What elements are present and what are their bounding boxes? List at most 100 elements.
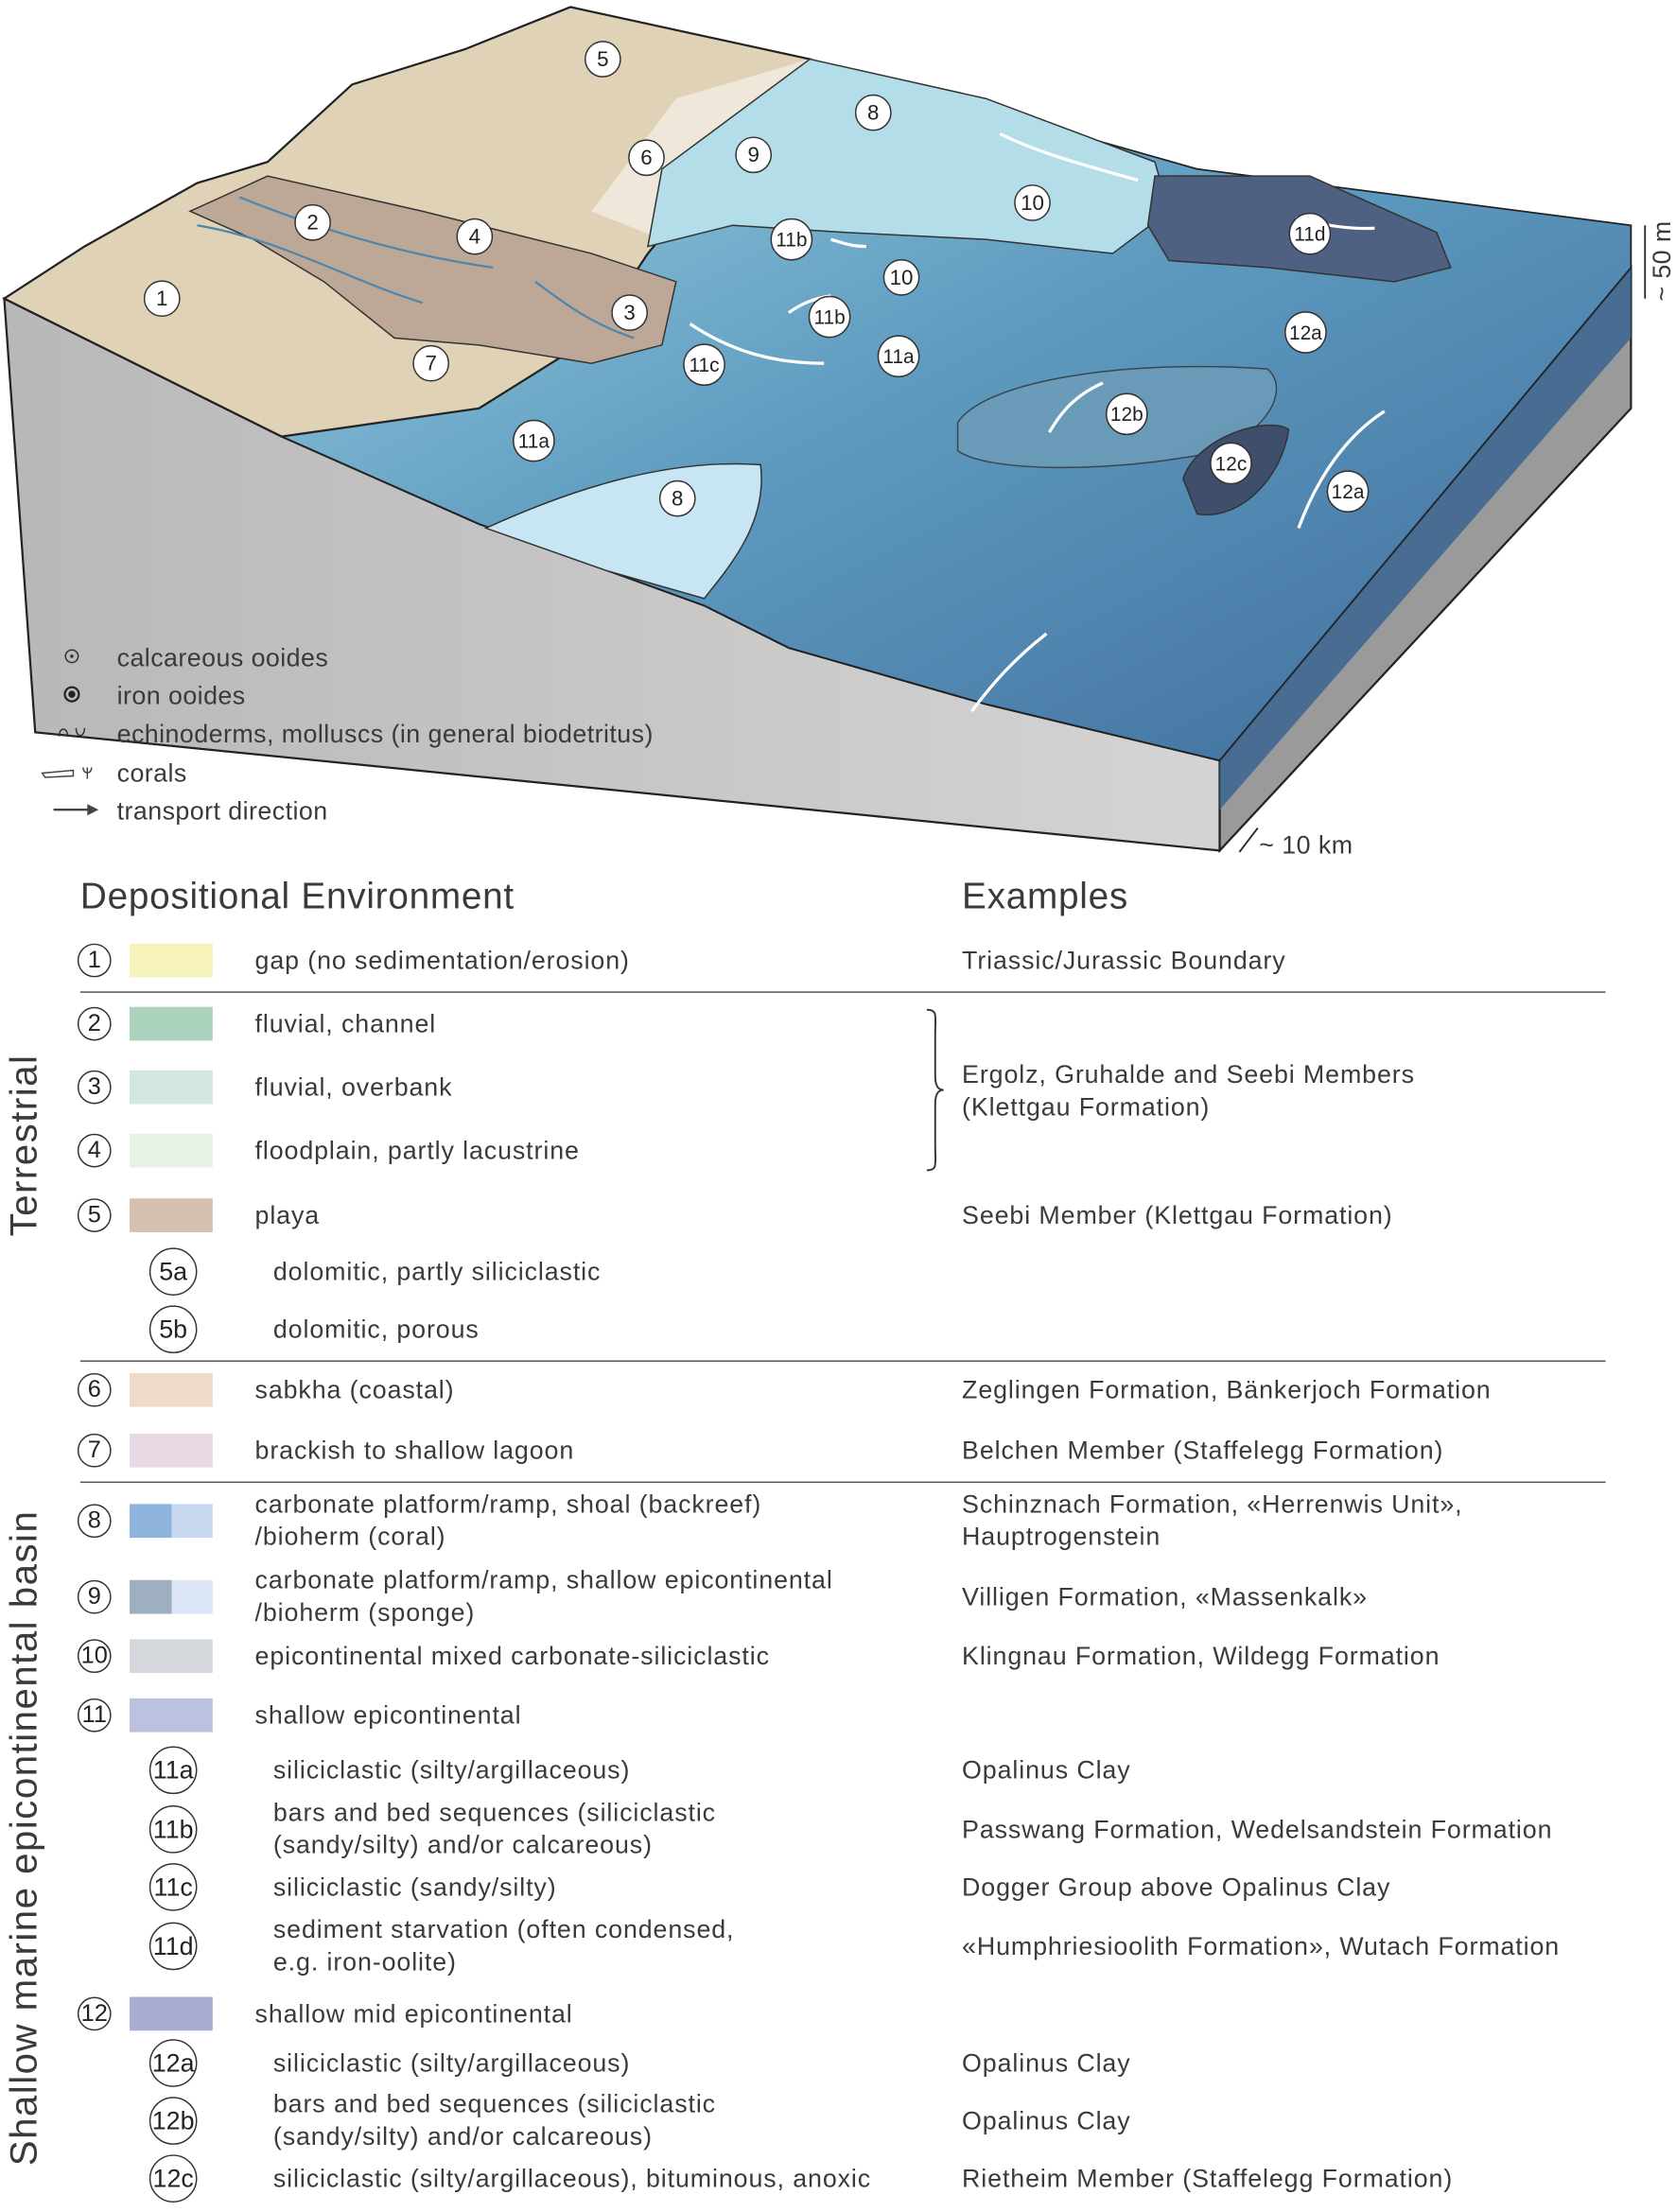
color-swatch — [129, 1372, 213, 1407]
example-label: Opalinus Clay — [962, 2047, 1130, 2079]
environment-label: dolomitic, partly siliciclastic — [273, 1256, 601, 1288]
environment-label: shallow epicontinental — [255, 1699, 522, 1732]
bracket-example: Ergolz, Gruhalde and Seebi Members (Klet… — [962, 1059, 1415, 1123]
color-swatch — [129, 1198, 213, 1232]
swatch-part — [170, 1579, 213, 1614]
label-line: (sandy/silty) and/or calcareous) — [272, 2122, 653, 2151]
label-line: shallow mid epicontinental — [254, 1998, 573, 2028]
map-label: 10 — [1014, 184, 1051, 221]
label-line: carbonate platform/ramp, shoal (backreef… — [254, 1489, 762, 1519]
row-number-badge: 11d — [148, 1922, 198, 1971]
divider — [79, 991, 1606, 993]
environment-label: carbonate platform/ramp, shallow epicont… — [255, 1564, 833, 1629]
row-number-badge: 10 — [77, 1639, 112, 1674]
label-line: fluvial, overbank — [254, 1071, 453, 1101]
label-line: carbonate platform/ramp, shallow epicont… — [254, 1565, 833, 1594]
row-number-badge: 2 — [77, 1006, 112, 1041]
symbol-legend-label: transport direction — [116, 796, 328, 826]
map-label: 11b — [808, 295, 851, 339]
map-label: 12c — [1210, 442, 1252, 485]
row-number-badge: 5b — [148, 1305, 198, 1354]
example-line: Dogger Group above Opalinus Clay — [962, 1872, 1391, 1901]
row-number-badge: 11b — [148, 1805, 198, 1854]
map-label: 10 — [882, 258, 920, 296]
label-line: epicontinental mixed carbonate-silicicla… — [254, 1641, 770, 1670]
color-swatch — [129, 1133, 213, 1168]
label-line: /bioherm (sponge) — [254, 1598, 476, 1627]
example-line: Hauptrogenstein — [962, 1522, 1161, 1551]
swatch-part — [129, 1698, 213, 1733]
divider — [79, 1360, 1606, 1362]
group-label-marine: Shallow marine epicontinental basin — [2, 1509, 45, 2167]
label-line: (sandy/silty) and/or calcareous) — [272, 1830, 653, 1859]
environment-label: carbonate platform/ramp, shoal (backreef… — [255, 1489, 762, 1553]
depth-scale-label: ~ 50 m — [1648, 220, 1676, 302]
example-line: Opalinus Clay — [962, 1755, 1131, 1784]
symbol-legend-label: calcareous ooides — [116, 643, 329, 672]
map-label: 12b — [1105, 392, 1148, 436]
environment-label: sabkha (coastal) — [255, 1374, 455, 1406]
biodetritus-icon — [48, 723, 96, 749]
label-line: dolomitic, porous — [272, 1315, 480, 1343]
environment-label: brackish to shallow lagoon — [255, 1435, 575, 1467]
label-line: sediment starvation (often condensed, — [272, 1915, 735, 1943]
map-label: 8 — [854, 94, 892, 131]
label-line: floodplain, partly lacustrine — [254, 1135, 580, 1164]
row-number-badge: 6 — [77, 1372, 112, 1407]
swatch-part — [170, 1504, 213, 1539]
environment-label: gap (no sedimentation/erosion) — [255, 944, 630, 976]
example-line: Zeglingen Formation, Bänkerjoch Formatio… — [962, 1375, 1492, 1403]
map-label: 11c — [683, 343, 725, 387]
label-line: siliciclastic (silty/argillaceous) — [272, 1755, 631, 1784]
swatch-part — [129, 1198, 213, 1232]
row-number-badge: 3 — [77, 1070, 112, 1105]
map-label: 12a — [1326, 470, 1370, 514]
group-label-terrestrial: Terrestrial — [2, 1054, 45, 1237]
example-label: Klingnau Formation, Wildegg Formation — [962, 1640, 1440, 1672]
example-line: (Klettgau Formation) — [962, 1092, 1211, 1122]
swatch-part — [129, 1639, 213, 1674]
swatch-part — [129, 1006, 213, 1041]
example-line: «Humphriesioolith Formation», Wutach For… — [962, 1931, 1561, 1960]
row-number-badge: 8 — [77, 1504, 112, 1539]
example-line: Triassic/Jurassic Boundary — [962, 945, 1286, 974]
example-line: Opalinus Clay — [962, 2047, 1131, 2077]
color-swatch — [129, 1433, 213, 1468]
row-number-badge: 5 — [77, 1198, 112, 1232]
arrow-icon — [48, 800, 105, 827]
symbol-legend-label: echinoderms, molluscs (in general biodet… — [116, 719, 654, 748]
symbol-legend-label: iron ooides — [116, 681, 246, 710]
swatch-part — [129, 1996, 213, 2031]
row-number-badge: 12 — [77, 1996, 112, 2031]
width-scale-label: ~ 10 km — [1259, 830, 1353, 860]
label-line: dolomitic, partly siliciclastic — [272, 1257, 602, 1285]
example-label: «Humphriesioolith Formation», Wutach For… — [962, 1930, 1560, 1962]
map-label: 2 — [294, 203, 331, 241]
map-label: 11b — [770, 218, 813, 261]
row-number-badge: 5a — [148, 1247, 198, 1296]
example-line: Opalinus Clay — [962, 2105, 1131, 2134]
environment-label: sediment starvation (often condensed,e.g… — [273, 1914, 735, 1978]
environment-label: epicontinental mixed carbonate-silicicla… — [255, 1640, 770, 1672]
map-label: 3 — [611, 294, 648, 331]
row-number-badge: 12c — [148, 2154, 198, 2203]
label-line: playa — [254, 1200, 321, 1229]
example-line: Rietheim Member (Staffelegg Formation) — [962, 2164, 1454, 2192]
example-label: Dogger Group above Opalinus Clay — [962, 1871, 1390, 1903]
swatch-part — [129, 1133, 213, 1168]
table-header-examples: Examples — [962, 874, 1129, 917]
environment-label: shallow mid epicontinental — [255, 1997, 573, 2029]
label-line: sabkha (coastal) — [254, 1375, 455, 1403]
example-line: Passwang Formation, Wedelsandstein Forma… — [962, 1814, 1553, 1843]
color-swatch — [129, 943, 213, 978]
example-line: Klingnau Formation, Wildegg Formation — [962, 1641, 1440, 1670]
example-line: Villigen Formation, «Massenkalk» — [962, 1582, 1368, 1611]
example-label: Schinznach Formation, «Herrenwis Unit»,H… — [962, 1489, 1462, 1553]
symbol-legend-label: corals — [116, 758, 187, 788]
label-line: shallow epicontinental — [254, 1700, 522, 1729]
map-label: 6 — [628, 139, 665, 177]
example-label: Belchen Member (Staffelegg Formation) — [962, 1435, 1443, 1467]
color-swatch — [129, 1006, 213, 1041]
row-number-badge: 9 — [77, 1579, 112, 1614]
